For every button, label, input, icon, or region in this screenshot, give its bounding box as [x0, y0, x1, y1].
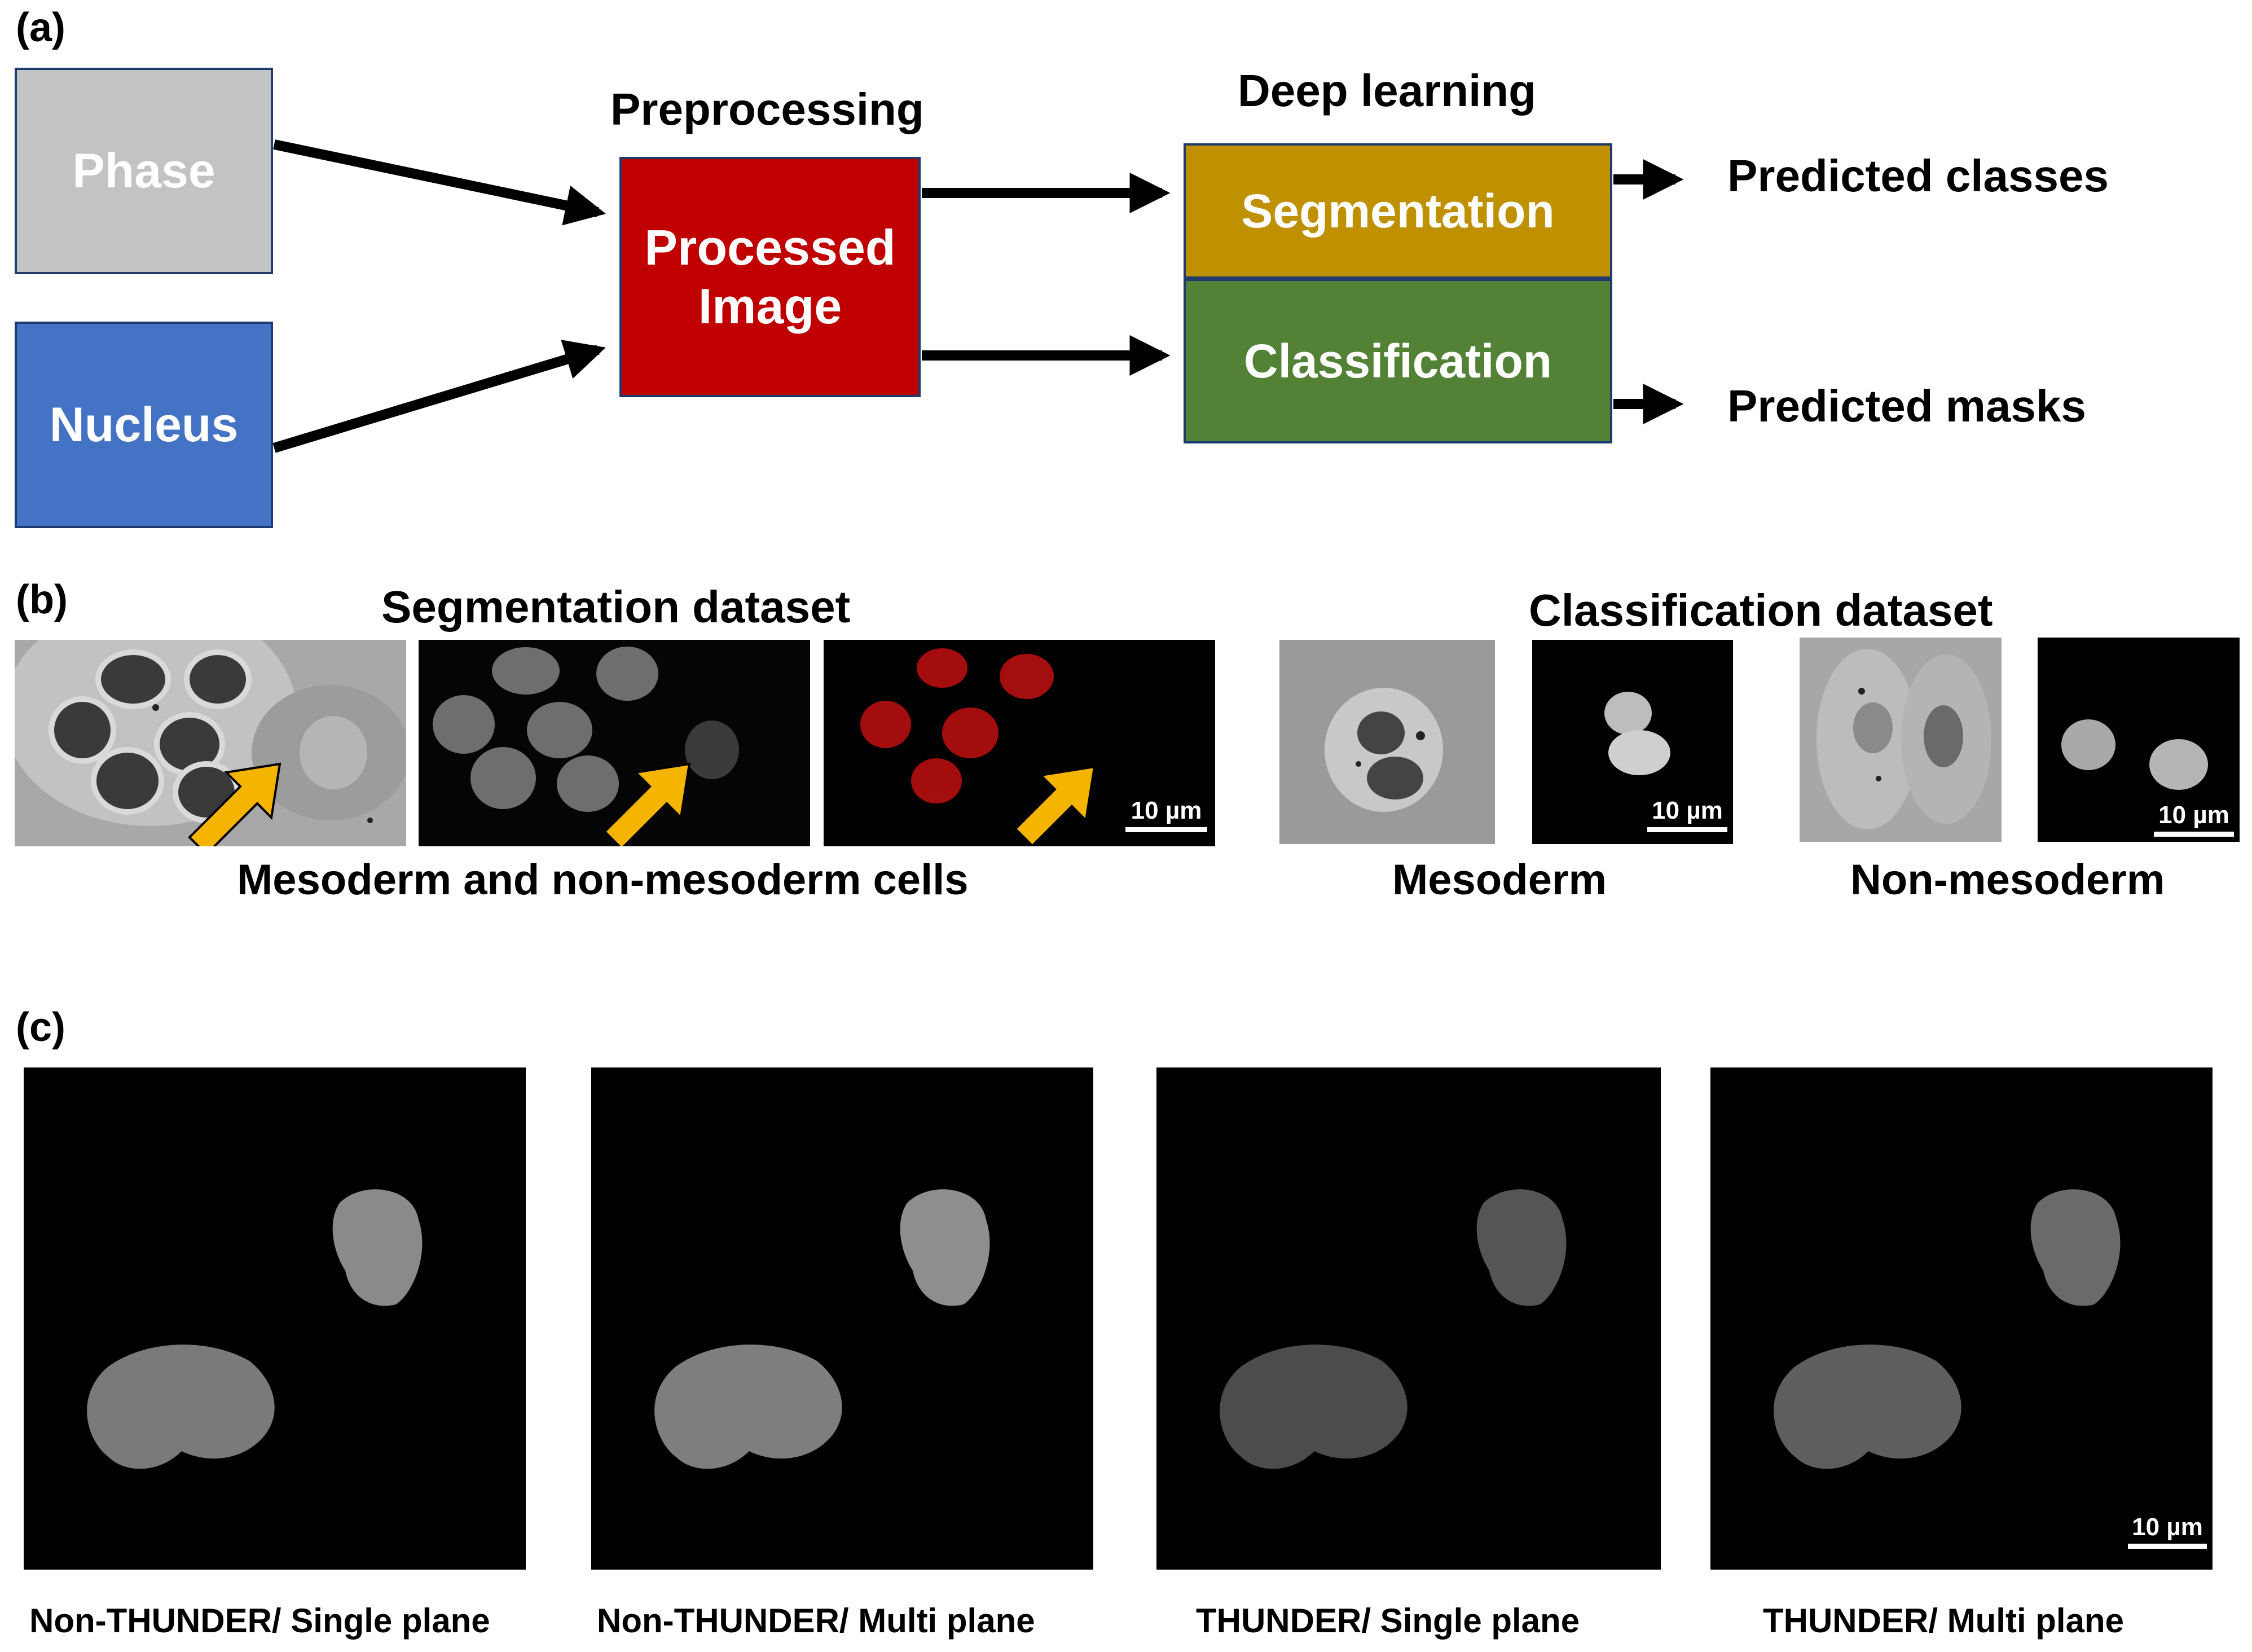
non-mesoderm-scale-bar: 10 µm	[2154, 801, 2234, 837]
segmentation-caption: Mesoderm and non-mesoderm cells	[237, 856, 969, 904]
non-mesoderm-nucleus-image: 10 µm	[2038, 638, 2240, 842]
predicted-masks-label: Predicted masks	[1727, 381, 2086, 431]
seg-phase-image	[15, 640, 406, 846]
classification-dataset-title: Classification dataset	[1529, 585, 1993, 635]
classification-box: Classification	[1184, 279, 1612, 443]
arrow-nucleus-to-processed	[272, 340, 606, 453]
segmentation-box: Segmentation	[1184, 143, 1612, 279]
thunder-multi-scale-bar: 10 µm	[2128, 1513, 2207, 1549]
nucleus-input-box: Nucleus	[15, 322, 273, 528]
non-mesoderm-nucleus-cells	[2038, 638, 2240, 842]
panel-label-a: (a)	[16, 5, 65, 50]
seg-scale-label: 10 µm	[1131, 797, 1202, 824]
seg-phase-arrow	[188, 762, 282, 846]
thunder-multi-scale-line	[2128, 1544, 2207, 1549]
mesoderm-nucleus-image: 10 µm	[1532, 640, 1733, 844]
non-thunder-single-cells	[24, 1067, 526, 1570]
mesoderm-scale-line	[1647, 827, 1727, 832]
caption-thunder-multi: THUNDER/ Multi plane	[1763, 1602, 2124, 1640]
thunder-multi-image: 10 µm	[1710, 1067, 2213, 1570]
mesoderm-nucleus-cell	[1532, 640, 1733, 844]
non-thunder-multi-cells	[591, 1067, 1093, 1570]
mesoderm-caption: Mesoderm	[1392, 856, 1607, 904]
flow-arrows	[272, 139, 1684, 453]
segmentation-label: Segmentation	[1241, 184, 1555, 238]
seg-phase-cells	[15, 640, 406, 846]
non-mesoderm-scale-label: 10 µm	[2158, 801, 2229, 829]
thunder-multi-scale-label: 10 µm	[2132, 1513, 2203, 1541]
thunder-single-cells	[1156, 1067, 1661, 1570]
caption-non-thunder-multi: Non-THUNDER/ Multi plane	[597, 1602, 1035, 1640]
processed-label-line2: Image	[698, 278, 842, 334]
segmentation-dataset-title: Segmentation dataset	[381, 582, 851, 632]
mesoderm-scale-bar: 10 µm	[1647, 797, 1727, 832]
predicted-classes-label: Predicted classes	[1727, 151, 2109, 201]
mesoderm-scale-label: 10 µm	[1652, 797, 1723, 824]
seg-red-image: 10 µm	[824, 640, 1215, 846]
seg-scale-line	[1125, 827, 1207, 832]
non-thunder-multi-image	[591, 1067, 1093, 1570]
non-mesoderm-phase-image	[1800, 638, 2002, 842]
preprocessing-heading: Preprocessing	[610, 84, 924, 134]
thunder-single-image	[1156, 1067, 1661, 1570]
non-mesoderm-scale-line	[2154, 832, 2234, 837]
caption-non-thunder-single: Non-THUNDER/ Single plane	[29, 1602, 490, 1640]
seg-red-arrow	[1014, 765, 1096, 846]
arrow-phase-to-processed	[273, 139, 606, 226]
non-mesoderm-phase-cells	[1800, 638, 2002, 842]
seg-nucleus-arrow	[603, 762, 691, 846]
seg-nucleus-image	[419, 640, 810, 846]
processed-image-box: Processed Image	[619, 157, 921, 397]
seg-scale-bar: 10 µm	[1125, 797, 1207, 832]
seg-red-cells	[824, 640, 1215, 846]
panel-label-c: (c)	[16, 1005, 65, 1050]
non-mesoderm-caption: Non-mesoderm	[1850, 856, 2165, 904]
caption-thunder-single: THUNDER/ Single plane	[1196, 1602, 1580, 1640]
phase-input-box: Phase	[15, 68, 273, 274]
processed-label-line1: Processed	[644, 219, 896, 275]
nucleus-label: Nucleus	[49, 397, 239, 452]
panel-label-b: (b)	[16, 577, 68, 622]
seg-nucleus-cells	[419, 640, 810, 846]
classification-label: Classification	[1243, 334, 1552, 388]
deep-learning-heading: Deep learning	[1238, 65, 1537, 116]
thunder-multi-cells	[1710, 1067, 2213, 1570]
mesoderm-phase-cell	[1279, 640, 1495, 844]
non-thunder-single-image	[24, 1067, 526, 1570]
phase-label: Phase	[72, 143, 215, 198]
mesoderm-phase-image	[1279, 640, 1495, 844]
